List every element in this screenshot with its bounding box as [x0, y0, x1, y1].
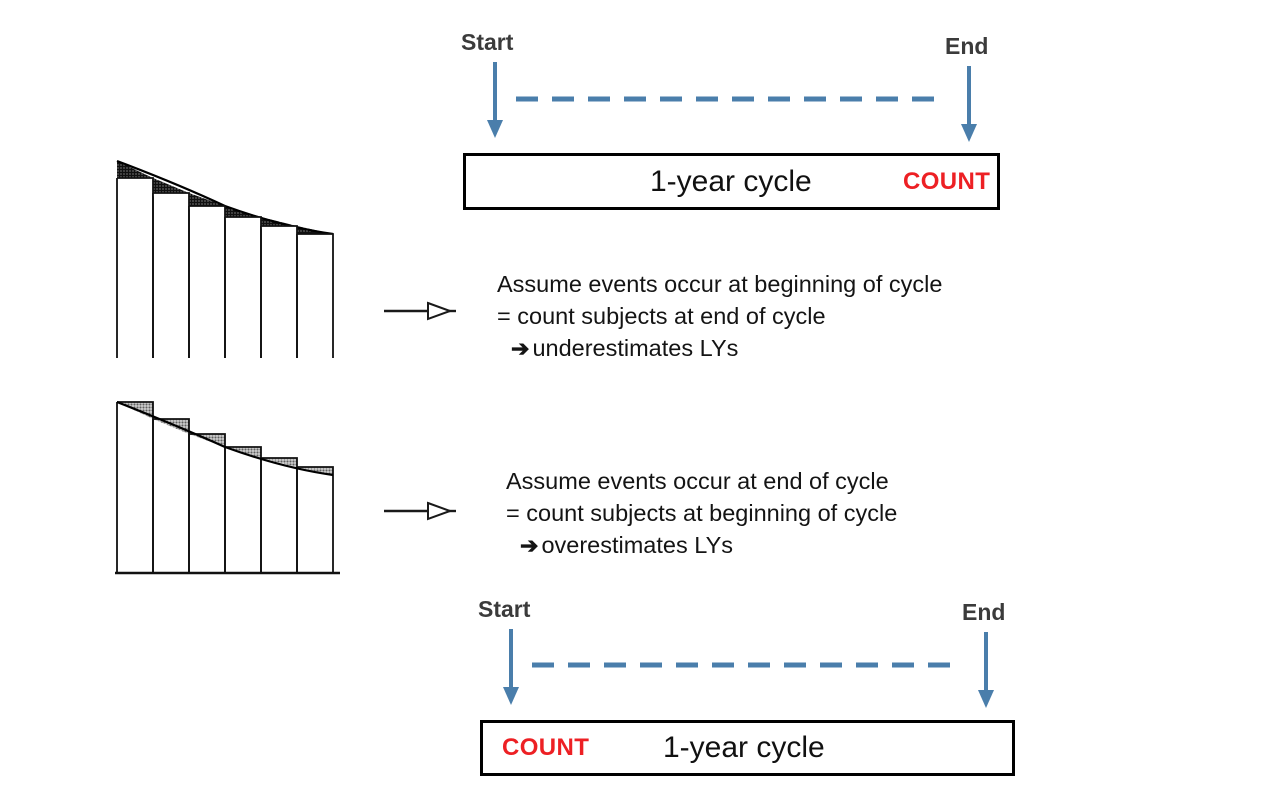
top-cycle-box[interactable]: 1-year cycle COUNT	[463, 153, 1000, 210]
top-count-badge: COUNT	[903, 167, 991, 195]
overestimate-survival-curve	[116, 400, 334, 477]
overestimate-step-diagram	[115, 400, 340, 575]
underestimate-bars	[116, 177, 334, 358]
top-end-arrow-icon	[961, 66, 977, 142]
underestimate-annotation-line2: = count subjects at end of cycle	[497, 303, 826, 329]
bottom-count-badge: COUNT	[502, 734, 590, 761]
overestimate-annotation: Assume events occur at end of cycle = co…	[506, 465, 897, 562]
overestimate-pointer-arrow-icon	[384, 501, 456, 521]
bottom-start-arrow-icon	[503, 629, 519, 705]
underestimate-annotation-line1: Assume events occur at beginning of cycl…	[497, 271, 943, 297]
bottom-end-label: End	[962, 599, 1006, 625]
top-start-arrow-icon	[487, 62, 503, 138]
bottom-cycle-label: 1-year cycle	[663, 731, 825, 764]
top-start-label: Start	[461, 29, 514, 55]
bold-arrow-icon: ➔	[511, 336, 530, 361]
overestimate-annotation-line2: = count subjects at beginning of cycle	[506, 500, 898, 526]
top-dashed-connector	[516, 96, 946, 102]
overestimate-annotation-line3: ➔overestimates LYs	[506, 529, 897, 562]
underestimate-conclusion: underestimates LYs	[532, 335, 739, 361]
underestimate-pointer-arrow-icon	[384, 301, 456, 321]
bottom-dashed-connector	[532, 662, 962, 668]
underestimate-step-diagram	[116, 159, 334, 358]
overestimate-conclusion: overestimates LYs	[541, 532, 733, 558]
overestimate-annotation-line1: Assume events occur at end of cycle	[506, 468, 889, 494]
bottom-cycle-box[interactable]: COUNT 1-year cycle	[480, 720, 1015, 776]
top-cycle-label: 1-year cycle	[650, 164, 812, 198]
underestimate-annotation-line3: ➔underestimates LYs	[497, 332, 942, 365]
bottom-end-arrow-icon	[978, 632, 994, 708]
bottom-start-label: Start	[478, 596, 531, 622]
top-end-label: End	[945, 33, 989, 59]
underestimate-annotation: Assume events occur at beginning of cycl…	[497, 268, 942, 365]
bold-arrow-icon: ➔	[520, 533, 539, 558]
overestimate-bars	[116, 401, 334, 573]
